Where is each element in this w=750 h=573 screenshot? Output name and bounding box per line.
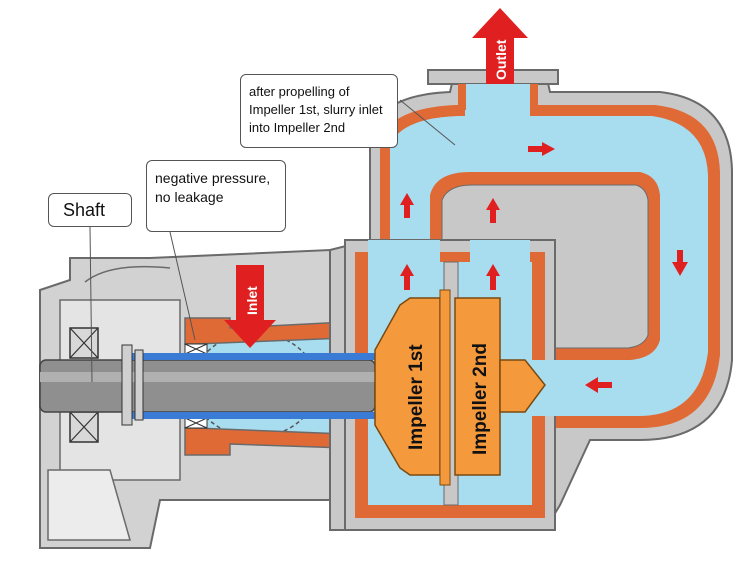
flow-arrow-up-left	[400, 193, 414, 218]
shaft	[39, 344, 376, 426]
shaft-callout: Shaft	[48, 193, 132, 227]
flow-arrow-up-imp2	[486, 264, 500, 290]
inlet-arrow: Inlet	[224, 265, 276, 348]
flow-arrow-down	[672, 250, 688, 276]
negative-pressure-line2: no leakage	[155, 189, 224, 205]
flow-arrow-up-imp1	[400, 264, 414, 290]
impeller-2nd	[454, 297, 546, 476]
impeller-1st-label: Impeller 1st	[406, 344, 427, 450]
impeller-1st	[374, 289, 451, 486]
shaft-sleeve-lower	[125, 412, 375, 419]
inlet-label: Inlet	[244, 286, 260, 315]
after-callout-leader	[399, 99, 456, 146]
negative-pressure-line1: negative pressure,	[155, 170, 271, 186]
after-line3: into Impeller 2nd	[249, 120, 346, 135]
shaft-label: Shaft	[63, 200, 106, 220]
bearing-left	[69, 327, 99, 443]
outlet-label: Outlet	[493, 39, 509, 80]
seal-gland-lower	[184, 427, 346, 456]
after-line2: Impeller 1st, slurry inlet	[249, 102, 383, 117]
after-propelling-callout: after propelling of Impeller 1st, slurry…	[240, 74, 398, 148]
after-line1: after propelling of	[249, 84, 350, 99]
negative-pressure-callout: negative pressure, no leakage	[146, 160, 286, 232]
flow-arrow-left	[585, 377, 612, 393]
flow-arrows	[400, 142, 688, 393]
impeller-2nd-label: Impeller 2nd	[470, 343, 491, 455]
outlet-arrow: Outlet	[472, 8, 528, 84]
flow-arrow-right	[528, 142, 555, 156]
negative-pressure-leader	[169, 231, 196, 341]
shaft-leader	[89, 226, 93, 383]
shaft-sleeve-upper	[125, 353, 375, 360]
leader-lines	[89, 99, 456, 383]
flow-arrow-up-port	[486, 198, 500, 223]
